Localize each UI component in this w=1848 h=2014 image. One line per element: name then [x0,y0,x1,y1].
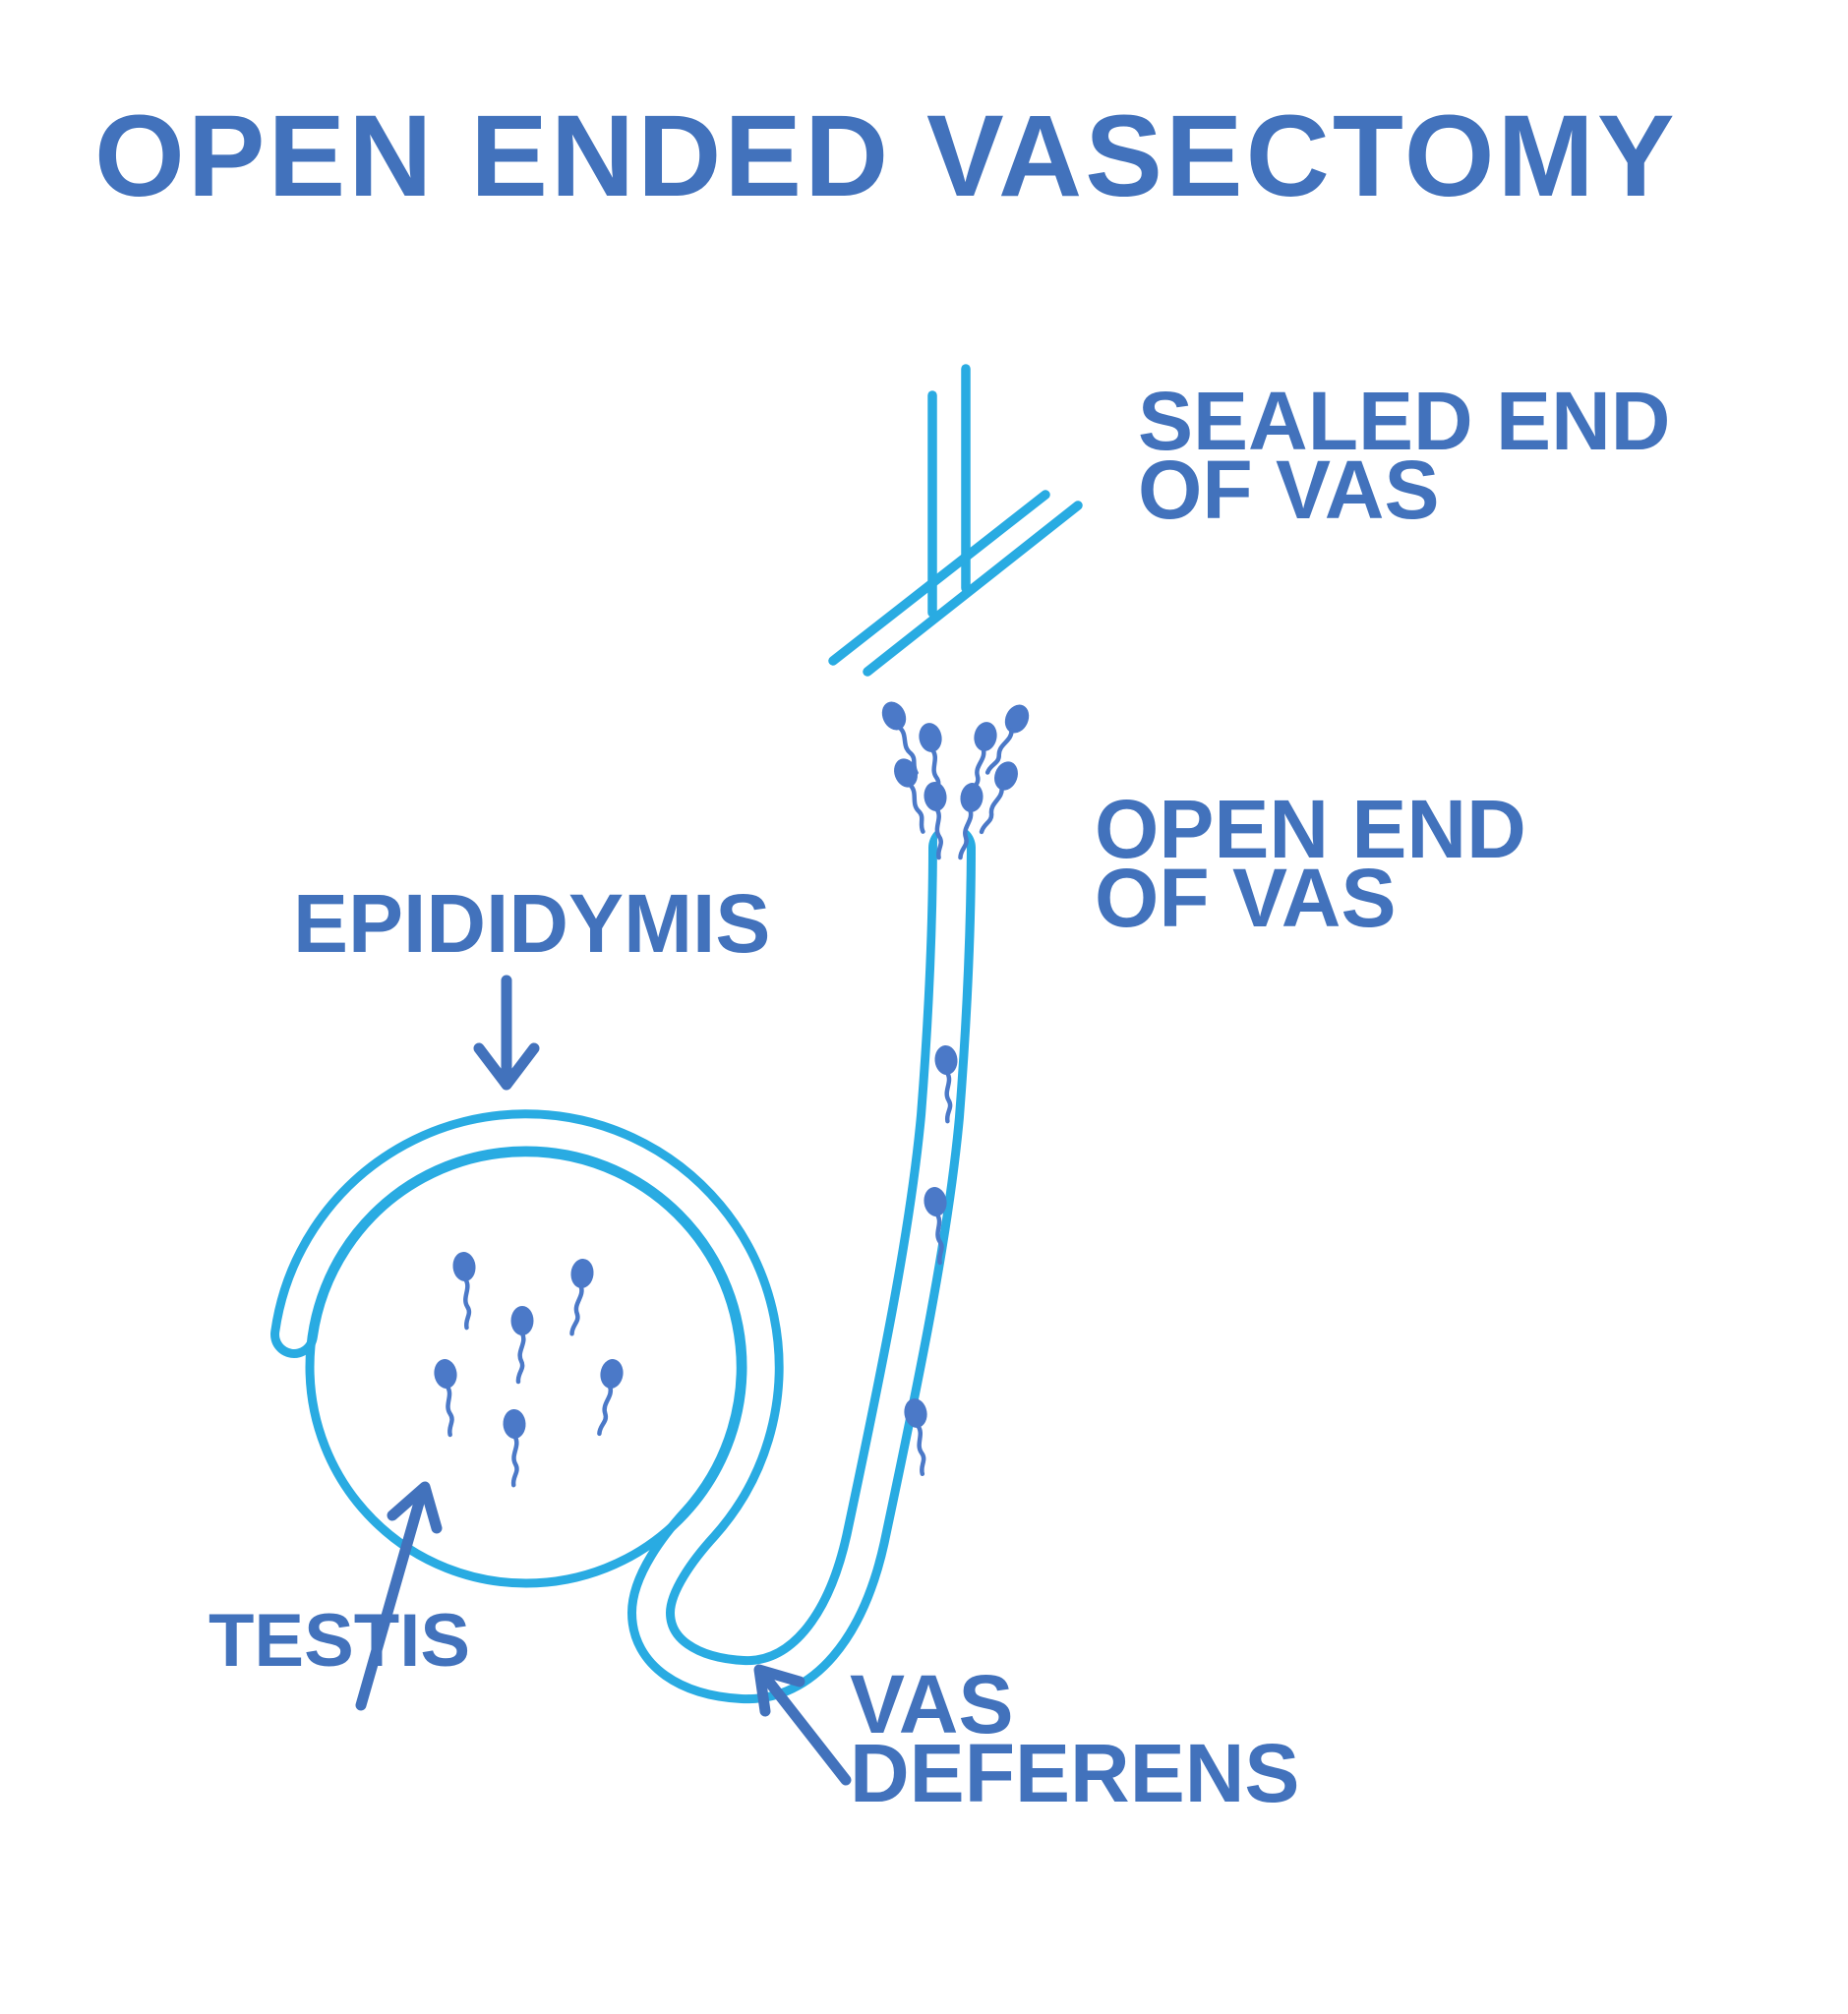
epididymis-arrow [473,975,540,1091]
testis-arrow [355,1481,443,1711]
open-end-label: OPEN END OF VAS [1095,783,1526,944]
sperm-testis [451,1251,482,1329]
epididymis-vas-tube-lumen [279,817,967,1695]
sperm-testis [503,1408,529,1485]
page-title: OPEN ENDED VASECTOMY [94,91,1678,221]
vas-deferens-label: VAS DEFERENS [850,1658,1300,1819]
vas-deferens-arrow [753,1664,852,1786]
sperm-testis [565,1258,595,1335]
seal-slash-mark [863,501,1083,677]
epididymis-label: EPIDIDYMIS [293,877,771,970]
sealed-end-label: SEALED END OF VAS [1138,375,1671,536]
testis-circle [305,1146,747,1588]
sperm-testis [433,1358,465,1436]
sperm-testis [511,1306,534,1382]
sealed-end-of-vas [828,364,1083,677]
testis-label: TESTIS [209,1599,471,1683]
seal-slash-mark [828,490,1050,666]
sperm-testis [592,1358,625,1436]
